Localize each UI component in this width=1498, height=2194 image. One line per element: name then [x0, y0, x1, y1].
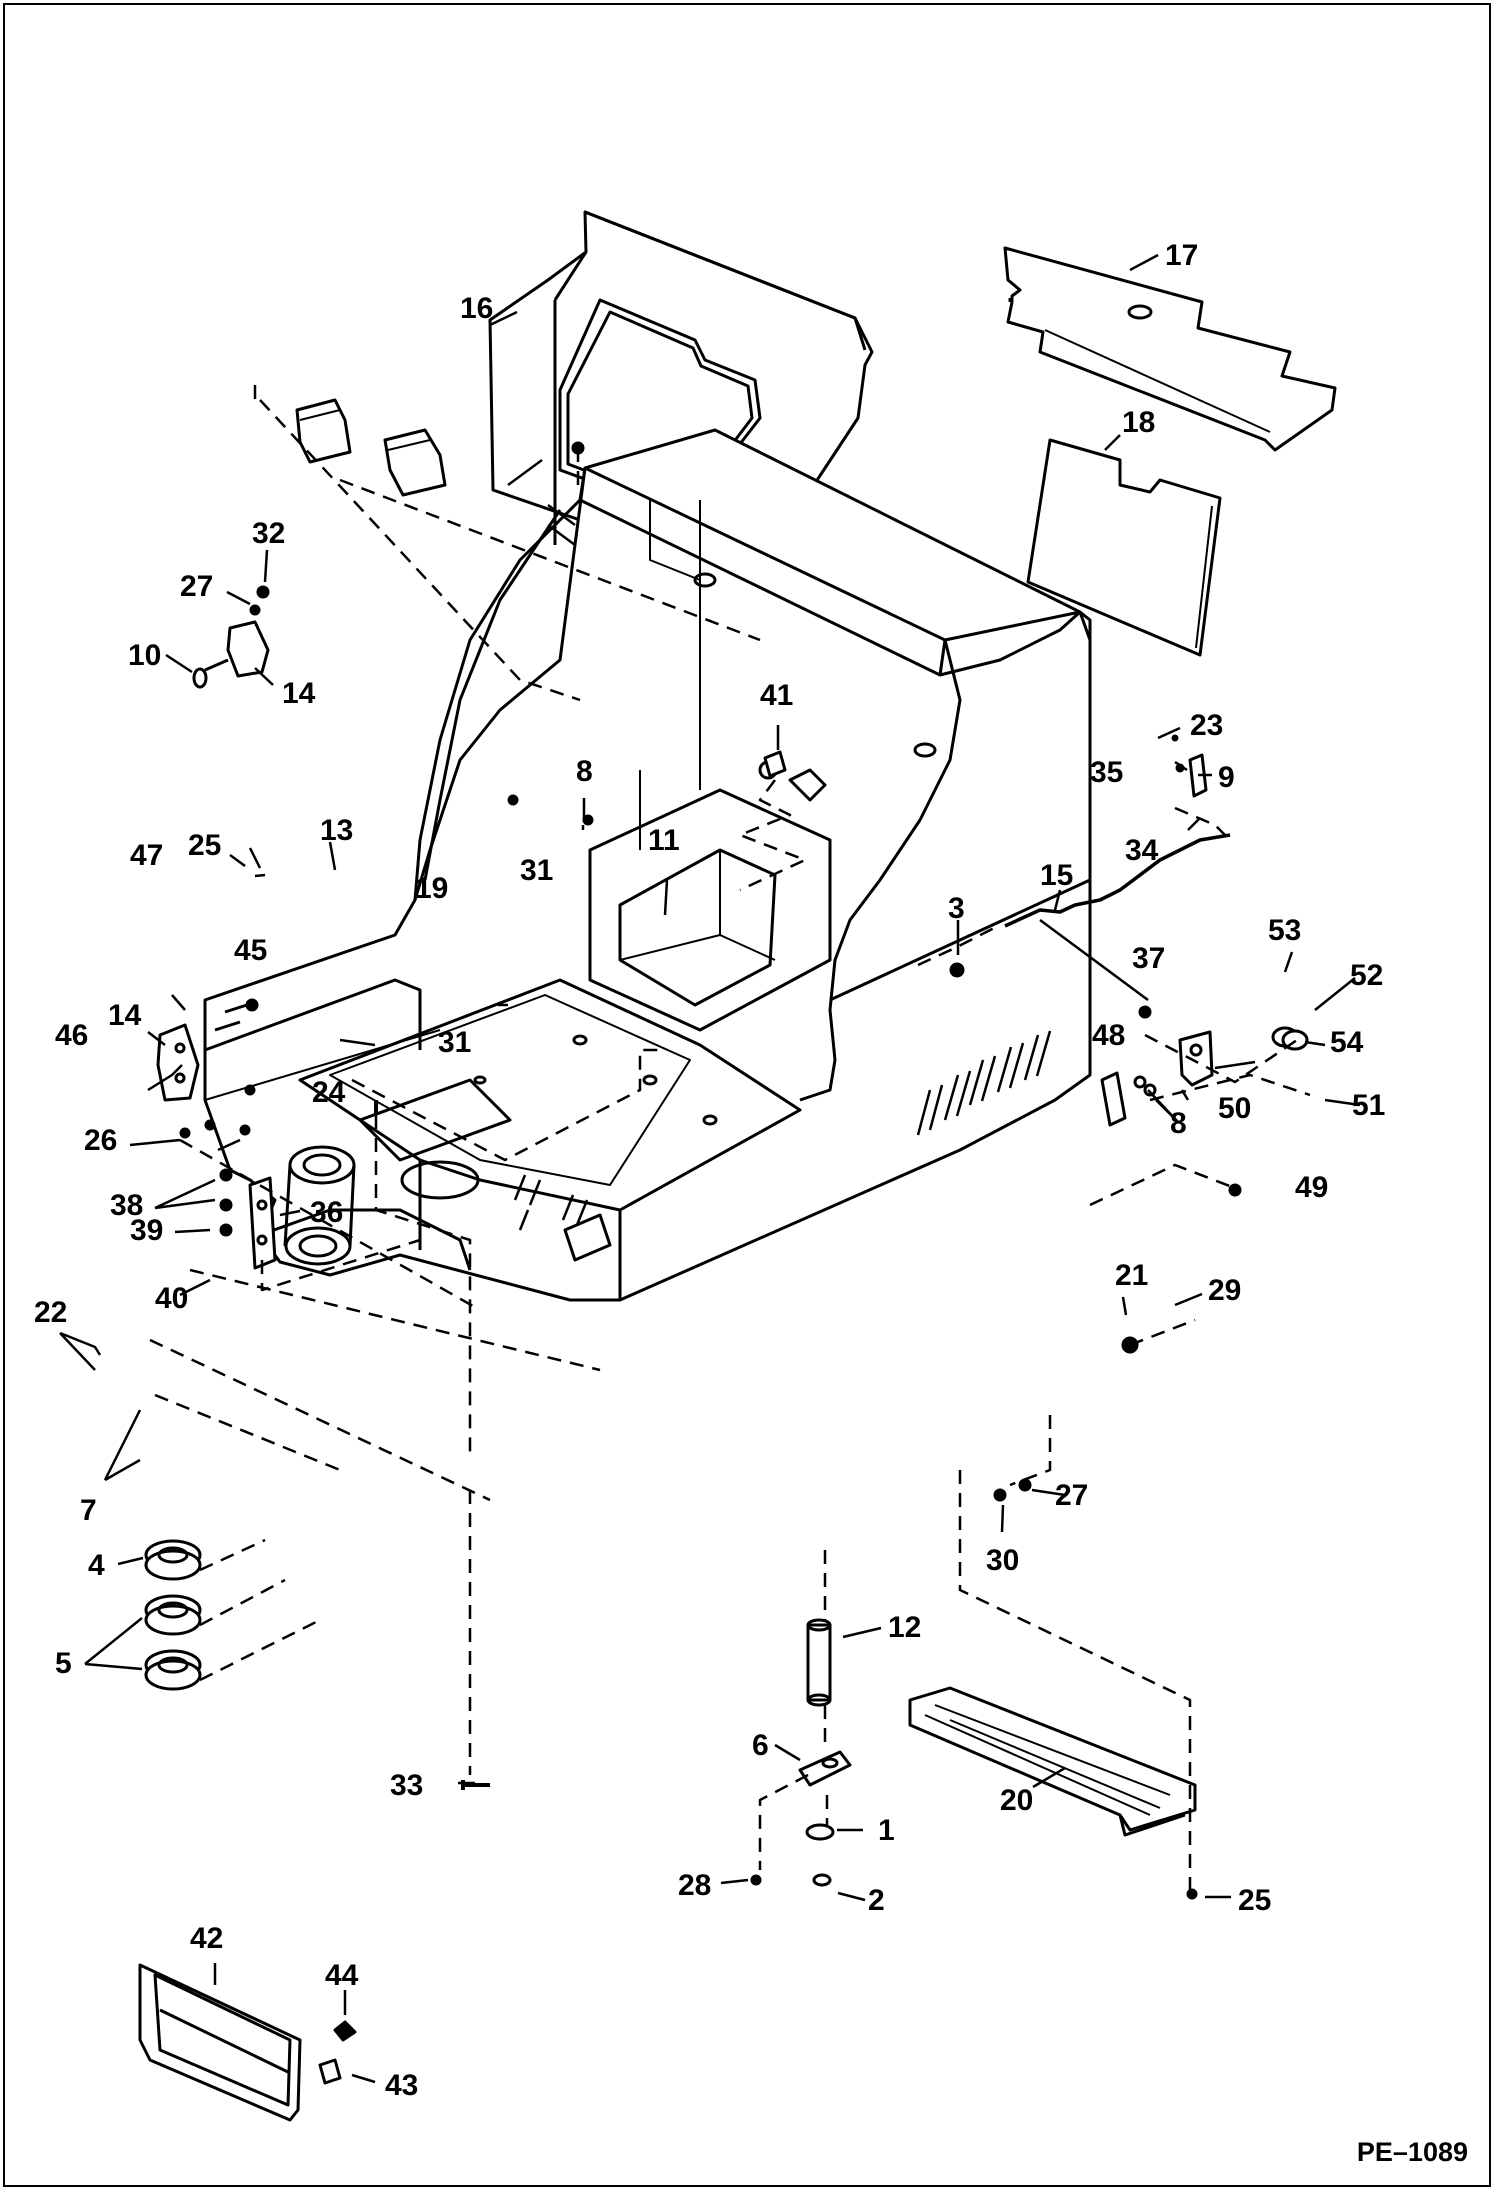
- part-42-grille: [138, 1963, 302, 2122]
- part-4-5-bushings: [144, 1539, 202, 1691]
- callout-38: 38: [110, 1189, 143, 1222]
- part-2-pin: [812, 1873, 832, 1887]
- callout-27-upper: 27: [180, 570, 213, 603]
- part-1-washer: [805, 1823, 835, 1841]
- part-14-hinge-lower: [156, 998, 259, 1102]
- callout-4: 4: [88, 1549, 105, 1582]
- callout-47: 47: [130, 839, 163, 872]
- part-13-bracket: [295, 398, 352, 464]
- part-18-panel: [1026, 438, 1222, 657]
- callout-41: 41: [760, 679, 793, 712]
- assembly-lines: [149, 385, 1311, 1890]
- callout-34: 34: [1125, 834, 1159, 867]
- callout-17: 17: [1165, 239, 1198, 272]
- callout-21: 21: [1115, 1259, 1148, 1292]
- part-48-plate: [1100, 1071, 1157, 1127]
- figure-reference-code: PE–1089: [1356, 2137, 1468, 2167]
- part-15-cable: [1004, 833, 1231, 928]
- part-50-hinge: [1138, 1005, 1214, 1087]
- fasteners: [179, 441, 1242, 1900]
- callout-39: 39: [130, 1214, 163, 1247]
- part-33-bolt: [461, 1780, 490, 1790]
- callout-42: 42: [190, 1922, 223, 1955]
- callout-44: 44: [325, 1959, 359, 1992]
- callout-15: 15: [1040, 859, 1073, 892]
- part-36-bracket: [219, 1168, 277, 1270]
- callout-26: 26: [84, 1124, 117, 1157]
- callout-31-b: 31: [438, 1026, 471, 1059]
- callout-29: 29: [1208, 1274, 1241, 1307]
- callout-1: 1: [878, 1814, 895, 1847]
- diagram-frame: [3, 3, 1491, 2187]
- callout-22: 22: [34, 1296, 67, 1329]
- part-43-nut: [318, 2058, 342, 2085]
- callout-16: 16: [460, 292, 493, 325]
- callout-14-lower: 14: [108, 999, 142, 1032]
- callout-52: 52: [1350, 959, 1383, 992]
- callout-24: 24: [312, 1076, 346, 1109]
- callout-25-top: 25: [188, 829, 221, 862]
- part-14-hinge-upper: [192, 585, 270, 689]
- callout-23: 23: [1190, 709, 1223, 742]
- callout-8-top: 8: [576, 755, 593, 788]
- callout-25-bottom: 25: [1238, 1884, 1271, 1917]
- callout-19: 19: [415, 872, 448, 905]
- part-44-bolt: [333, 2020, 357, 2042]
- callout-32: 32: [252, 517, 285, 550]
- callout-27-lower: 27: [1055, 1479, 1088, 1512]
- callout-48: 48: [1092, 1019, 1125, 1052]
- callout-8-right: 8: [1170, 1107, 1187, 1140]
- callout-28: 28: [678, 1869, 711, 1902]
- callout-35: 35: [1090, 756, 1123, 789]
- callout-33: 33: [390, 1769, 423, 1802]
- callout-36: 36: [310, 1196, 343, 1229]
- callout-45: 45: [234, 934, 267, 967]
- callout-30: 30: [986, 1544, 1019, 1577]
- callout-labels: 32 27 10 14 16 17 18 41 8 11 23 35 9 34 …: [34, 239, 1385, 2102]
- callout-7: 7: [80, 1494, 97, 1527]
- callout-50: 50: [1218, 1092, 1251, 1125]
- callout-9: 9: [1218, 761, 1235, 794]
- callout-49: 49: [1295, 1171, 1328, 1204]
- callout-51: 51: [1352, 1089, 1385, 1122]
- callout-18: 18: [1122, 406, 1155, 439]
- part-9-latch: [1171, 734, 1208, 798]
- callout-20: 20: [1000, 1784, 1033, 1817]
- part-17-plate: [1003, 246, 1337, 452]
- callout-31-a: 31: [520, 854, 553, 887]
- part-19-bracket: [383, 428, 447, 497]
- vent-slots-left: [513, 1174, 589, 1231]
- callout-46: 46: [55, 1019, 88, 1052]
- part-12-pin: [806, 1618, 832, 1707]
- part-41-nut: [763, 750, 787, 778]
- callout-40: 40: [155, 1282, 188, 1315]
- mount-holes: [473, 572, 937, 1126]
- leader-lines: [59, 253, 1361, 2084]
- callout-14-upper: 14: [282, 677, 316, 710]
- vent-slots-right: [916, 1030, 1052, 1136]
- part-20-step: [908, 1686, 1197, 1837]
- callout-6: 6: [752, 1729, 769, 1762]
- part-6-plate: [798, 1750, 852, 1787]
- part-11-main-frame: [203, 428, 1092, 1302]
- callout-5: 5: [55, 1647, 72, 1680]
- callout-43: 43: [385, 2069, 418, 2102]
- callout-37: 37: [1132, 942, 1165, 975]
- callout-10: 10: [128, 639, 161, 672]
- callout-3: 3: [948, 892, 965, 925]
- callout-11: 11: [648, 824, 680, 857]
- callout-2: 2: [868, 1884, 885, 1917]
- callout-53: 53: [1268, 914, 1301, 947]
- callout-13: 13: [320, 814, 353, 847]
- callout-12: 12: [888, 1611, 921, 1644]
- callout-54: 54: [1330, 1026, 1364, 1059]
